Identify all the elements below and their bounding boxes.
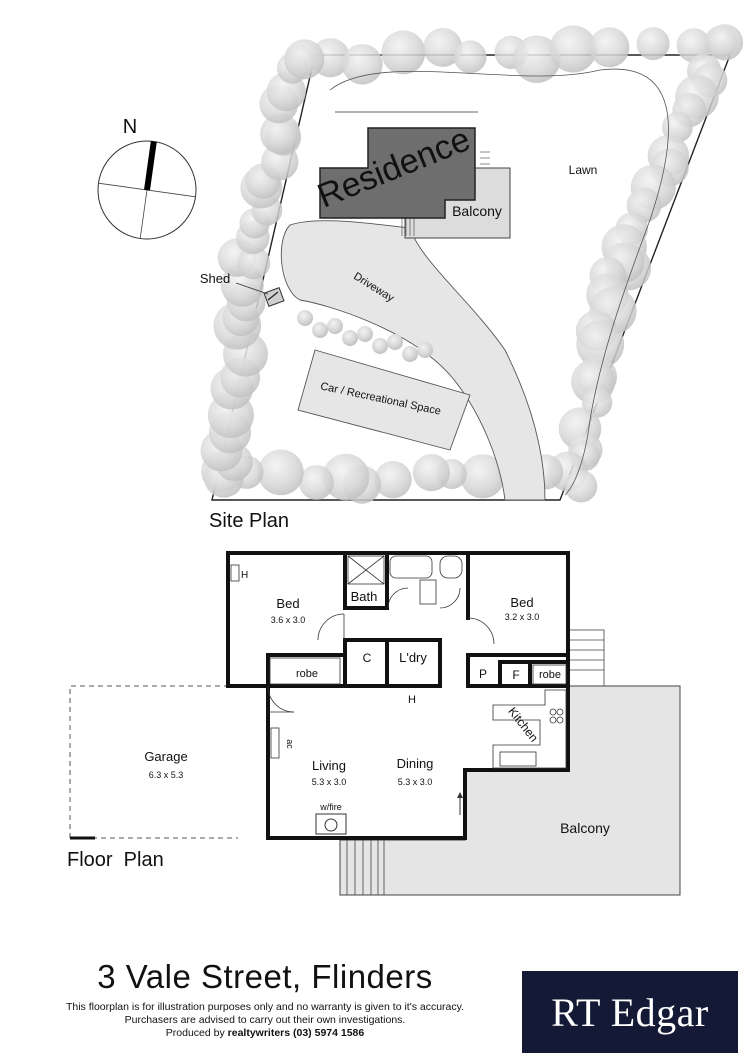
door-swings [267, 587, 495, 713]
floor-plan-heading: Floor Plan [67, 849, 164, 871]
aircon-label: ac [285, 739, 295, 749]
heater-hall-label: H [408, 694, 416, 706]
tree-canopy-blob [453, 40, 487, 74]
living-name: Living [312, 758, 346, 773]
tree-canopy-blob [460, 454, 505, 499]
heater-marker-box [230, 564, 240, 582]
aircon-marker-box [270, 727, 280, 759]
tree-canopy-blob [342, 44, 383, 85]
dining-size: 5.3 x 3.0 [398, 777, 433, 787]
shrub [387, 334, 403, 350]
tree-canopy-blob [299, 465, 334, 500]
tree-canopy-blob [662, 111, 693, 143]
site-plan: Residence Balcony Lawn Driveway Car / Re… [97, 24, 744, 532]
tree-canopy-blob [374, 460, 412, 499]
tree-canopy-blob [423, 27, 463, 67]
balcony-stairs-right [567, 629, 605, 687]
bath-name: Bath [351, 589, 378, 604]
bed1-size: 3.6 x 3.0 [271, 615, 306, 625]
site-balcony-label: Balcony [452, 203, 502, 219]
pantry-p: P [479, 667, 487, 681]
dining-name: Dining [397, 756, 434, 771]
living-size: 5.3 x 3.0 [312, 777, 347, 787]
house-walls [226, 551, 570, 840]
tree-canopy [200, 24, 744, 504]
fridge-f: F [512, 668, 519, 682]
shrub [357, 326, 373, 342]
bed2-name: Bed [510, 595, 533, 610]
garden-path-line [329, 68, 669, 496]
shrub [327, 318, 343, 334]
tree-canopy-blob [260, 113, 301, 154]
residence-building [319, 127, 476, 219]
shrub [372, 338, 388, 354]
kitchen-bench [492, 689, 567, 769]
tree-canopy-blob [381, 30, 426, 75]
north-compass [97, 140, 197, 240]
bed2-size: 3.2 x 3.0 [505, 612, 540, 622]
shed [235, 282, 285, 307]
shed-label: Shed [200, 271, 230, 286]
agency-logo: RT Edgar [522, 971, 738, 1053]
agency-logo-text: RT Edgar [551, 989, 709, 1035]
entry-arrow-head [457, 792, 463, 798]
tree-canopy-blob [237, 246, 271, 280]
produced-by-prefix: Produced by [165, 1027, 228, 1039]
lawn-label: Lawn [569, 163, 598, 177]
tree-canopy-blob [322, 453, 370, 501]
tree-canopy-blob [284, 39, 325, 80]
property-address: 3 Vale Street, Flinders [97, 958, 433, 995]
tree-canopy-blob [257, 449, 304, 496]
bed1-name: Bed [276, 596, 299, 611]
heater-bed-label: H [241, 570, 248, 581]
tree-canopy-blob [589, 27, 630, 68]
laundry-name: L'dry [399, 650, 427, 665]
produced-by-line: Produced by realtywriters (03) 5974 1586 [40, 1027, 490, 1040]
shrub [297, 310, 313, 326]
cupboard-c: C [363, 651, 372, 665]
tree-canopy-blob [564, 469, 598, 503]
floor-balcony-label: Balcony [560, 820, 610, 836]
garage [69, 685, 238, 840]
balcony-steps [401, 151, 490, 236]
garage-name: Garage [144, 749, 187, 764]
car-recreational-space [297, 349, 471, 451]
shrub [312, 322, 328, 338]
robe-right-label: robe [539, 669, 561, 681]
property-plan-drawing: Residence Balcony Lawn Driveway Car / Re… [67, 24, 744, 896]
tree-canopy-blob [636, 27, 670, 61]
disclaimer: This floorplan is for illustration purpo… [40, 1001, 490, 1040]
tree-canopy-blob [513, 35, 561, 83]
disclaimer-line-1: This floorplan is for illustration purpo… [65, 1001, 465, 1013]
tree-canopy-blob [576, 320, 625, 369]
shrub [402, 346, 418, 362]
site-plan-heading: Site Plan [209, 510, 289, 532]
footer: 3 Vale Street, Flinders This floorplan i… [0, 955, 750, 1061]
bath-fixtures [347, 555, 463, 605]
robe-left-label: robe [296, 668, 318, 680]
compass-north-letter: N [123, 116, 137, 138]
tree-canopy-blob [706, 24, 744, 61]
garage-size: 6.3 x 5.3 [149, 770, 184, 780]
disclaimer-line-2: Purchasers are advised to carry out thei… [124, 1014, 406, 1026]
fireplace [315, 813, 347, 835]
fireplace-label: w/fire [319, 802, 342, 812]
shrub-row [297, 310, 433, 362]
shrub [417, 342, 433, 358]
robe-left-outline [269, 657, 341, 685]
tree-canopy-blob [549, 25, 597, 73]
robe-right-outline [532, 664, 567, 685]
shrub [342, 330, 358, 346]
floor-plan: Bed 3.6 x 3.0 Bath Bed 3.2 x 3.0 C L'dry… [67, 551, 681, 896]
tree-canopy-blob [412, 454, 450, 492]
produced-by-credit: realtywriters (03) 5974 1586 [227, 1027, 365, 1039]
